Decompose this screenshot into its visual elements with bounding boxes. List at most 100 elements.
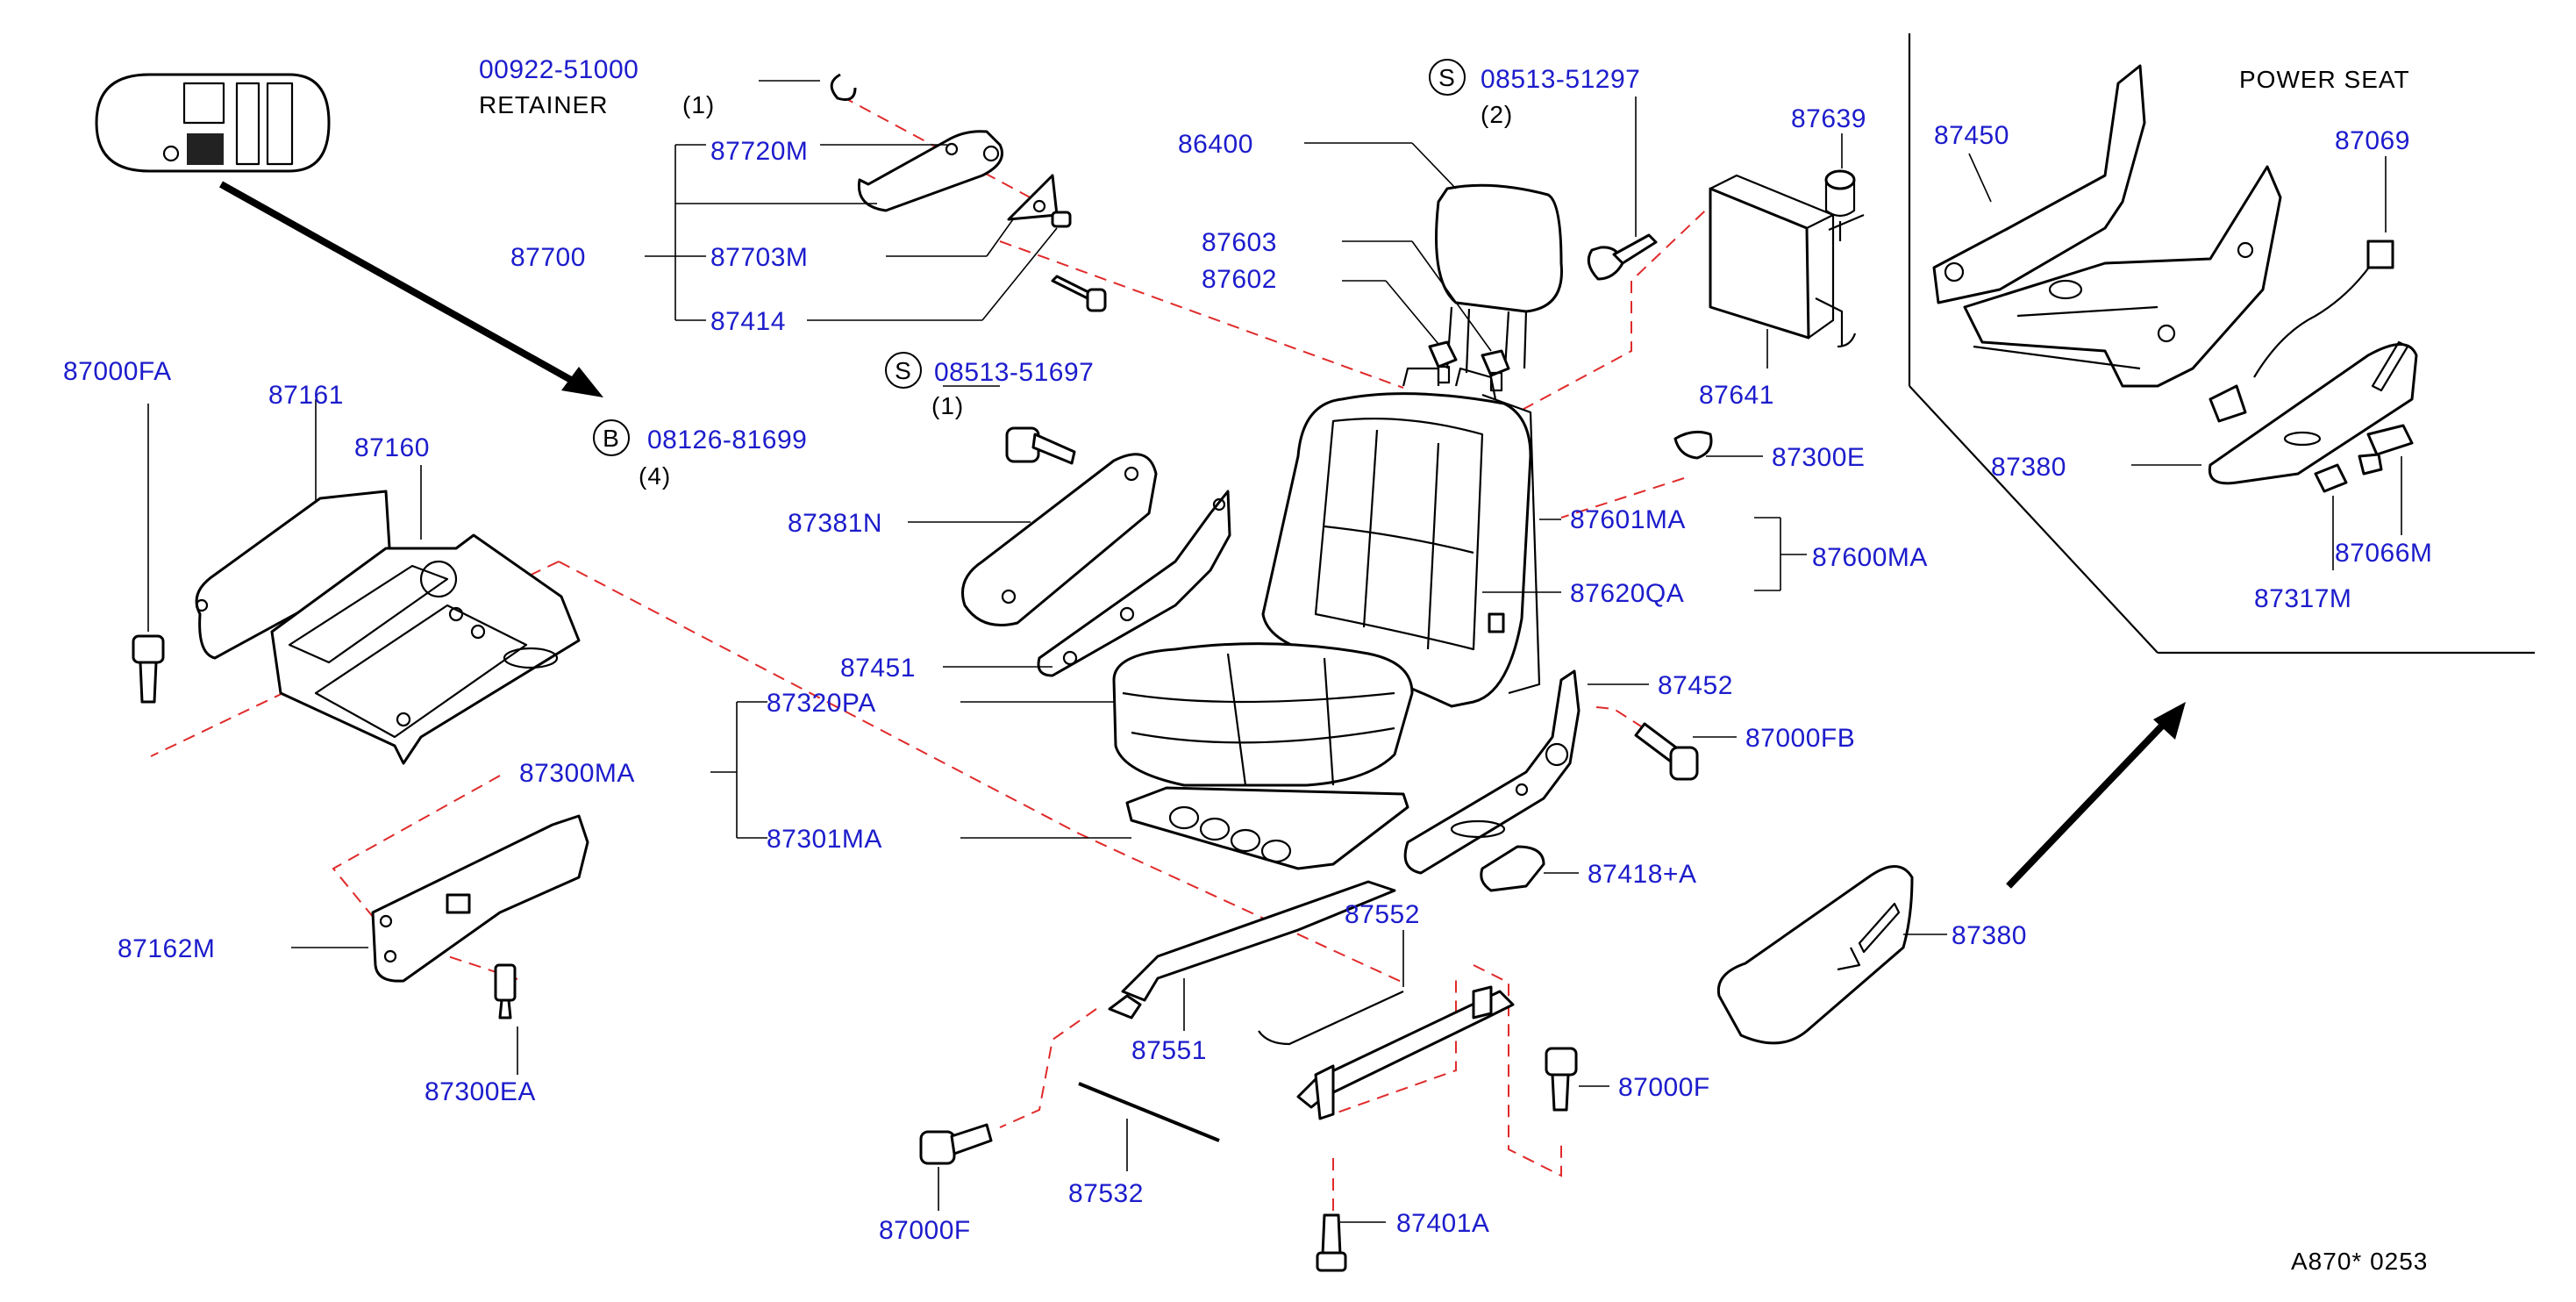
label-87401A: 87401A (1396, 1209, 1489, 1238)
label-00922-51000: 00922-51000 (479, 55, 639, 84)
label-87700: 87700 (510, 243, 586, 272)
label-qty-08513-51697: (1) (931, 392, 964, 419)
switch-87317M-part (2314, 463, 2348, 493)
seat-cushion-part (1112, 642, 1414, 787)
bolt-08126-81699-part (1005, 426, 1076, 465)
recliner-87451-part (1037, 490, 1231, 677)
label-87380-inset: 87380 (1991, 453, 2066, 482)
label-87317M: 87317M (2254, 584, 2351, 613)
rail-87551-part (1108, 880, 1396, 1019)
label-87641: 87641 (1699, 381, 1774, 410)
label-87418A: 87418+A (1588, 860, 1696, 889)
harness-87069-part (2253, 240, 2394, 378)
label-87320PA: 87320PA (767, 689, 876, 718)
label-87381N: 87381N (788, 509, 882, 538)
label-87720M: 87720M (710, 137, 808, 166)
rail-87552-part (1258, 985, 1515, 1120)
seat-track-87160-part (270, 533, 581, 765)
switch-87639-part (1824, 169, 1865, 241)
label-s-1: S (895, 357, 912, 384)
cover-87162M-part (371, 814, 589, 983)
knob-87418A-part (1480, 845, 1545, 892)
label-87551: 87551 (1131, 1036, 1207, 1065)
label-87066M: 87066M (2335, 539, 2432, 568)
label-87603: 87603 (1202, 228, 1277, 257)
label-87161: 87161 (268, 381, 344, 410)
clip-87300E-part (1673, 430, 1713, 460)
label-qty-retainer: (1) (682, 91, 715, 118)
label-87532: 87532 (1068, 1179, 1144, 1208)
label-86400: 86400 (1178, 130, 1253, 159)
label-87160: 87160 (354, 433, 430, 462)
label-08513-51697: 08513-51697 (934, 358, 1094, 387)
arrow-to-seat-icon (219, 181, 603, 397)
label-87000F-lower: 87000F (879, 1216, 971, 1245)
label-87000FA: 87000FA (63, 357, 172, 386)
label-group: 00922-51000 RETAINER (1) 87720M 87700 87… (63, 55, 2432, 1275)
label-retainer: RETAINER (479, 91, 609, 118)
bolt-87000F-lower-part (919, 1123, 993, 1165)
label-87600MA: 87600MA (1812, 543, 1928, 572)
bolt-87401A-part (1316, 1213, 1347, 1272)
label-87703M: 87703M (710, 243, 808, 272)
control-unit-part (1709, 174, 1857, 348)
cover-87161-part (195, 490, 392, 660)
label-87300E: 87300E (1772, 443, 1865, 472)
label-87300MA: 87300MA (519, 759, 635, 788)
label-87000F-right: 87000F (1618, 1073, 1710, 1102)
label-08513-51297: 08513-51297 (1481, 65, 1640, 94)
label-87300EA: 87300EA (425, 1077, 536, 1106)
seat-cover-87381N-part (961, 453, 1158, 626)
label-qty-08126-81699: (4) (639, 462, 671, 490)
bolt-87000FA-part (132, 634, 165, 704)
label-87069: 87069 (2335, 126, 2410, 155)
label-87452: 87452 (1658, 671, 1733, 700)
cover-87380-inset-part (2208, 340, 2418, 485)
power-seat-frame-87450-part (1932, 64, 2282, 388)
headrest-guide-part (1428, 340, 1510, 392)
seat-back-part (1261, 367, 1532, 708)
cover-87380-part (1716, 865, 1914, 1045)
switch-87066M-part (2358, 424, 2414, 476)
armrest-bracket-part (1007, 174, 1059, 221)
fastener-87300EA-part (494, 963, 517, 1019)
s-badge-1 (885, 352, 922, 389)
label-87451: 87451 (840, 654, 916, 683)
power-seat-title: POWER SEAT (2239, 66, 2410, 93)
label-qty-08513-51297: (2) (1481, 101, 1513, 128)
arrow-to-power-seat-icon (2006, 702, 2186, 889)
power-seat-inset-border (1908, 33, 2535, 655)
label-s-2: S (1438, 64, 1456, 91)
label-87162M: 87162M (118, 934, 215, 963)
vehicle-location-icon (95, 73, 331, 173)
label-87000FB: 87000FB (1745, 724, 1855, 753)
label-87552: 87552 (1345, 900, 1420, 929)
diagram-reference: A870* 0253 (2291, 1248, 2428, 1275)
armrest-part (857, 130, 1003, 212)
label-87601MA: 87601MA (1570, 505, 1686, 534)
b-badge (593, 419, 630, 456)
label-08126-81699: 08126-81699 (647, 426, 807, 454)
label-87450: 87450 (1934, 121, 2009, 150)
cushion-frame-part (1125, 786, 1409, 870)
recliner-87452-part (1403, 669, 1581, 875)
screw-08513-51297-part (1587, 233, 1658, 281)
seat-back-frame-part (1481, 393, 1541, 695)
retainer-clip-part (830, 73, 857, 101)
bolt-87000FB-part (1634, 722, 1699, 781)
connector-inset-part (2209, 384, 2247, 423)
armrest-pin-part (1051, 211, 1072, 228)
label-b: B (603, 425, 620, 452)
headrest-part (1435, 183, 1563, 374)
leader-lines (147, 80, 2402, 1223)
s-badge-2 (1429, 59, 1466, 96)
label-87414: 87414 (710, 307, 786, 336)
label-87620QA: 87620QA (1570, 579, 1684, 608)
screw-08513-51697-part (1051, 275, 1107, 312)
label-87639: 87639 (1791, 104, 1866, 133)
label-87380-main: 87380 (1952, 921, 2027, 950)
label-87602: 87602 (1202, 265, 1277, 294)
wire-87532-part (1078, 1082, 1220, 1142)
label-87301MA: 87301MA (767, 825, 882, 854)
bolt-87000F-right-part (1545, 1047, 1578, 1112)
